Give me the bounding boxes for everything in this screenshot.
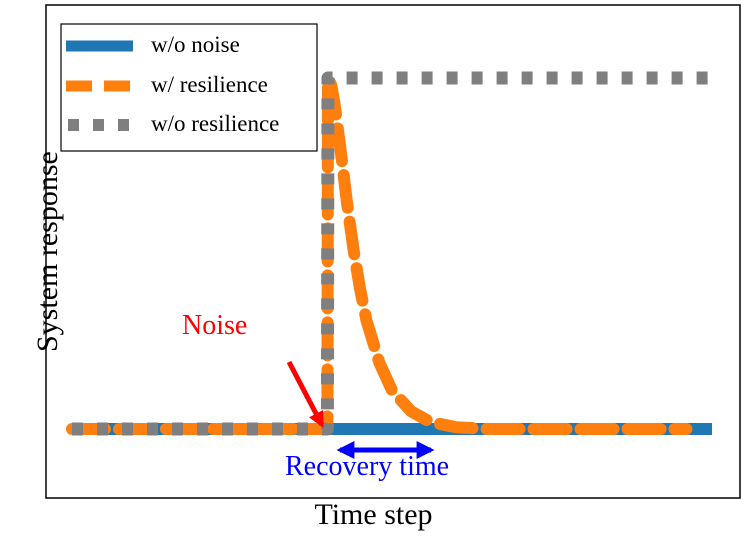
- legend: [60, 23, 318, 152]
- x-axis-label: Time step: [314, 498, 433, 531]
- recovery-time-annotation: Recovery time: [285, 451, 450, 482]
- legend-label-wo-noise: w/o noise: [151, 32, 240, 57]
- y-axis-label: System response: [31, 151, 64, 352]
- noise-annotation: Noise: [182, 310, 248, 341]
- series-line-w-o-resilience: [72, 71, 712, 436]
- series-line-w-resilience: [66, 72, 693, 435]
- noise-arrow: [286, 360, 325, 428]
- legend-label-w-resilience: w/ resilience: [151, 72, 268, 97]
- legend-label-wo-resilience: w/o resilience: [151, 111, 280, 136]
- plot-area-frame: [45, 4, 741, 499]
- series-layer: [66, 71, 712, 436]
